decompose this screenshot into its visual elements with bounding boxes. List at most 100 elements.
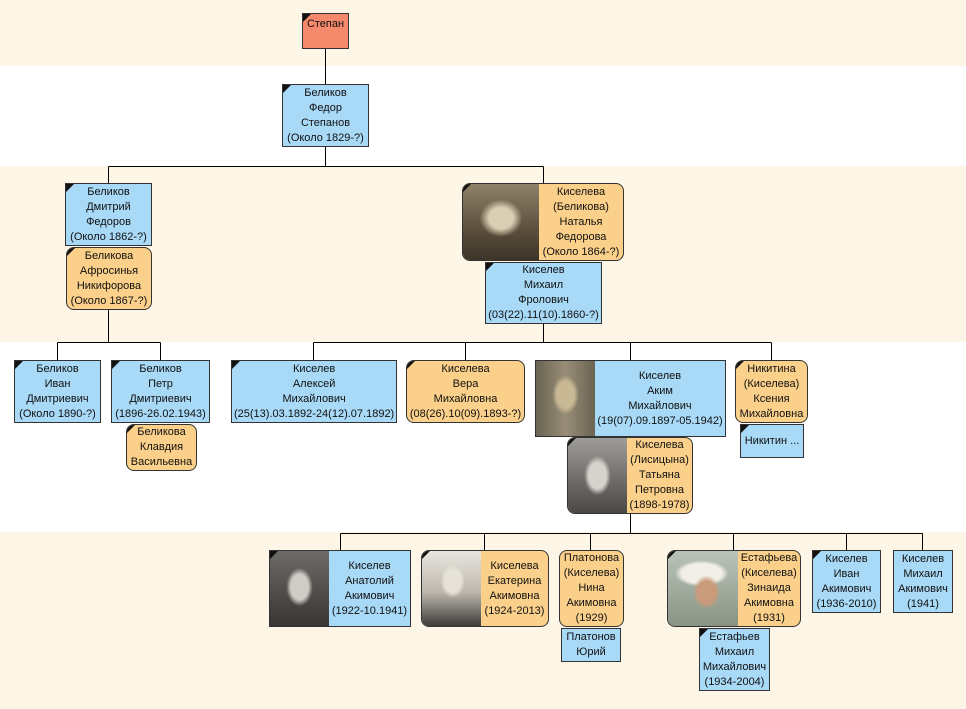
person-name: Иван bbox=[833, 567, 860, 580]
marker-icon bbox=[422, 551, 430, 559]
person-patronymic: Михайлович bbox=[702, 660, 767, 673]
person-card-stepan[interactable]: Степан bbox=[302, 13, 349, 49]
person-card-mikhail-akimovich[interactable]: Киселев Михаил Акимович (1941) bbox=[893, 550, 953, 613]
person-card-fedor[interactable]: Беликов Федор Степанов (Около 1829-?) bbox=[282, 84, 369, 147]
person-patronymic: Акимович bbox=[898, 582, 948, 595]
person-patronymic: Акимовна bbox=[566, 597, 617, 609]
person-card-aleksey[interactable]: Киселев Алексей Михайлович (25(13).03.18… bbox=[231, 360, 397, 423]
marker-icon bbox=[741, 425, 749, 433]
person-dates: (1936-2010) bbox=[816, 597, 877, 610]
marker-icon bbox=[486, 263, 494, 271]
person-card-nikitin[interactable]: Никитин ... bbox=[740, 424, 804, 458]
person-name: Екатерина bbox=[487, 574, 542, 587]
person-name: Михаил bbox=[523, 279, 564, 291]
person-dates: (1924-2013) bbox=[484, 604, 545, 617]
generation-band-2 bbox=[0, 66, 966, 166]
marker-icon bbox=[668, 551, 676, 559]
person-surname: Естафьев bbox=[709, 630, 760, 643]
person-dates: (1934-2004) bbox=[704, 675, 765, 688]
person-surname: Естафьева bbox=[740, 552, 798, 564]
person-patronymic: Никифорова bbox=[76, 279, 142, 292]
person-surname: Киселева bbox=[490, 559, 539, 572]
person-name: Федор bbox=[309, 101, 342, 114]
person-patronymic: Фролович bbox=[518, 294, 569, 306]
person-patronymic: Акимовна bbox=[489, 589, 540, 602]
person-maiden-name: (Лисицына) bbox=[630, 454, 689, 466]
marker-icon bbox=[232, 361, 240, 369]
person-patronymic: Федорова bbox=[555, 230, 607, 243]
marker-icon bbox=[66, 184, 74, 192]
person-card-mikhail-estafev[interactable]: Естафьев Михаил Михайлович (1934-2004) bbox=[699, 628, 770, 691]
person-card-petr[interactable]: Беликов Петр Дмитриевич (1896-26.02.1943… bbox=[111, 360, 210, 423]
person-patronymic: Степанов bbox=[300, 116, 351, 129]
marker-icon bbox=[813, 551, 821, 559]
person-photo bbox=[568, 438, 627, 513]
person-card-tatyana[interactable]: Киселева (Лисицына) Татьяна Петровна (18… bbox=[567, 437, 693, 514]
person-dates: (03(22).11(10).1860-?) bbox=[488, 309, 599, 321]
person-name: Вера bbox=[452, 377, 479, 390]
person-name: Иван bbox=[44, 377, 71, 390]
person-surname: Киселев bbox=[348, 559, 391, 572]
person-dates: (Около 1890-?) bbox=[19, 407, 96, 420]
person-surname: Беликов bbox=[87, 185, 130, 198]
marker-icon bbox=[303, 14, 311, 22]
marker-icon bbox=[407, 361, 415, 369]
marker-icon bbox=[67, 248, 75, 256]
person-name: Михаил bbox=[903, 567, 943, 580]
person-card-ivan-akimovich[interactable]: Киселев Иван Акимович (1936-2010) bbox=[812, 550, 881, 613]
person-name: Степан bbox=[306, 18, 345, 30]
person-card-ekaterina[interactable]: Киселева Екатерина Акимовна (1924-2013) bbox=[421, 550, 549, 627]
person-name: Нина bbox=[578, 582, 605, 594]
person-card-mikhail-frolovich[interactable]: Киселев Михаил Фролович (03(22).11(10).1… bbox=[485, 262, 602, 324]
person-card-akim[interactable]: Киселев Аким Михайлович (19(07).09.1897-… bbox=[535, 360, 726, 437]
person-card-nina[interactable]: Платонова (Киселева) Нина Акимовна (1929… bbox=[559, 550, 624, 627]
person-dates: (1898-1978) bbox=[629, 499, 690, 511]
person-card-dmitriy[interactable]: Беликов Дмитрий Федоров (Около 1862-?) bbox=[65, 183, 152, 246]
person-name: Афросинья bbox=[79, 264, 139, 277]
person-dates: (1941) bbox=[907, 597, 939, 610]
person-card-ivan-dmitrievich[interactable]: Беликов Иван Дмитриевич (Около 1890-?) bbox=[14, 360, 101, 423]
person-dates: (Около 1829-?) bbox=[287, 131, 364, 144]
person-card-afrosinya[interactable]: Беликова Афросинья Никифорова (Около 186… bbox=[66, 247, 152, 310]
person-card-vera[interactable]: Киселева Вера Михайловна (08(26).10(09).… bbox=[406, 360, 525, 423]
person-name: Ксения bbox=[753, 392, 790, 405]
person-patronymic: Михайловна bbox=[433, 392, 498, 405]
person-card-klavdiya[interactable]: Беликова Клавдия Васильевна bbox=[126, 424, 197, 471]
person-name: Петр bbox=[148, 377, 173, 390]
marker-icon bbox=[112, 361, 120, 369]
person-photo bbox=[270, 551, 329, 626]
person-card-natalya[interactable]: Киселева (Беликова) Наталья Федорова (Ок… bbox=[462, 183, 624, 261]
person-maiden-name: (Киселева) bbox=[563, 567, 620, 579]
person-surname: Беликов bbox=[304, 86, 347, 99]
person-card-anatoliy[interactable]: Киселев Анатолий Акимович (1922-10.1941) bbox=[269, 550, 411, 627]
person-patronymic: Дмитриевич bbox=[129, 392, 192, 405]
marker-icon bbox=[270, 551, 278, 559]
person-dates: (Около 1862-?) bbox=[70, 230, 147, 243]
person-surname: Киселев bbox=[638, 369, 682, 382]
marker-icon bbox=[736, 361, 744, 369]
person-dates: (1929) bbox=[575, 612, 608, 624]
person-surname: Киселев bbox=[293, 362, 336, 375]
marker-icon bbox=[283, 85, 291, 93]
person-card-zinaida[interactable]: Естафьева (Киселева) Зинаида Акимовна (1… bbox=[667, 550, 801, 627]
person-surname: Киселев bbox=[522, 264, 565, 276]
person-maiden-name: (Киселева) bbox=[743, 377, 800, 390]
person-name: Михаил bbox=[714, 645, 755, 658]
person-card-kseniya[interactable]: Никитина (Киселева) Ксения Михайловна bbox=[735, 360, 808, 423]
person-name: Клавдия bbox=[139, 441, 184, 453]
person-surname: Платонова bbox=[563, 552, 620, 564]
person-name: Алексей bbox=[292, 377, 336, 390]
person-dates: (1931) bbox=[753, 612, 785, 624]
person-dates: (25(13).03.1892-24(12).07.1892) bbox=[234, 407, 395, 420]
person-name: Юрий bbox=[576, 646, 606, 658]
person-maiden-name: (Беликова) bbox=[553, 200, 609, 213]
person-surname: Киселева bbox=[635, 439, 684, 451]
person-name: Зинаида bbox=[747, 582, 791, 594]
person-surname: Беликова bbox=[137, 426, 186, 438]
generation-band-1 bbox=[0, 0, 966, 66]
person-card-yuriy[interactable]: Платонов Юрий bbox=[561, 628, 621, 662]
person-maiden-name: (Киселева) bbox=[741, 567, 797, 579]
person-name: Дмитрий bbox=[86, 200, 131, 213]
person-patronymic: Михайлович bbox=[628, 399, 692, 412]
